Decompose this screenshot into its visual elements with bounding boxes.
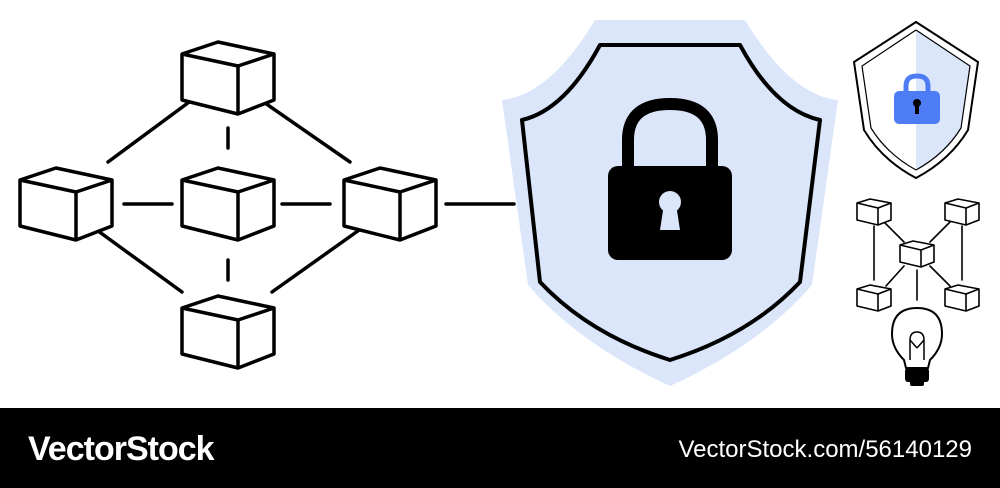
small-cube-bottom-left <box>856 284 892 312</box>
block-cube-left <box>18 166 114 242</box>
block-cube-bottom <box>180 294 276 370</box>
small-shield-lock-icon <box>852 20 980 180</box>
watermark-footer: VectorStock VectorStock.com/56140129 <box>0 408 1000 488</box>
small-cube-top-left <box>856 198 892 226</box>
brand-name: VectorStock <box>28 430 215 468</box>
small-cube-center <box>899 240 935 268</box>
block-cube-right <box>342 166 438 242</box>
network-connectors <box>92 92 516 294</box>
small-cube-bottom-right <box>944 284 980 312</box>
blockchain-network-icon <box>18 40 516 370</box>
shield-lock-icon <box>502 20 838 386</box>
small-block-network-icon <box>856 198 980 312</box>
block-cube-center <box>180 166 276 242</box>
blue-padlock-icon <box>894 73 940 124</box>
padlock-icon <box>608 97 732 260</box>
illustration-artwork <box>18 20 980 386</box>
small-cube-top-right <box>944 198 980 226</box>
light-bulb-icon <box>890 306 944 386</box>
image-id: VectorStock.com/56140129 <box>678 436 972 463</box>
block-cube-top <box>180 40 276 116</box>
